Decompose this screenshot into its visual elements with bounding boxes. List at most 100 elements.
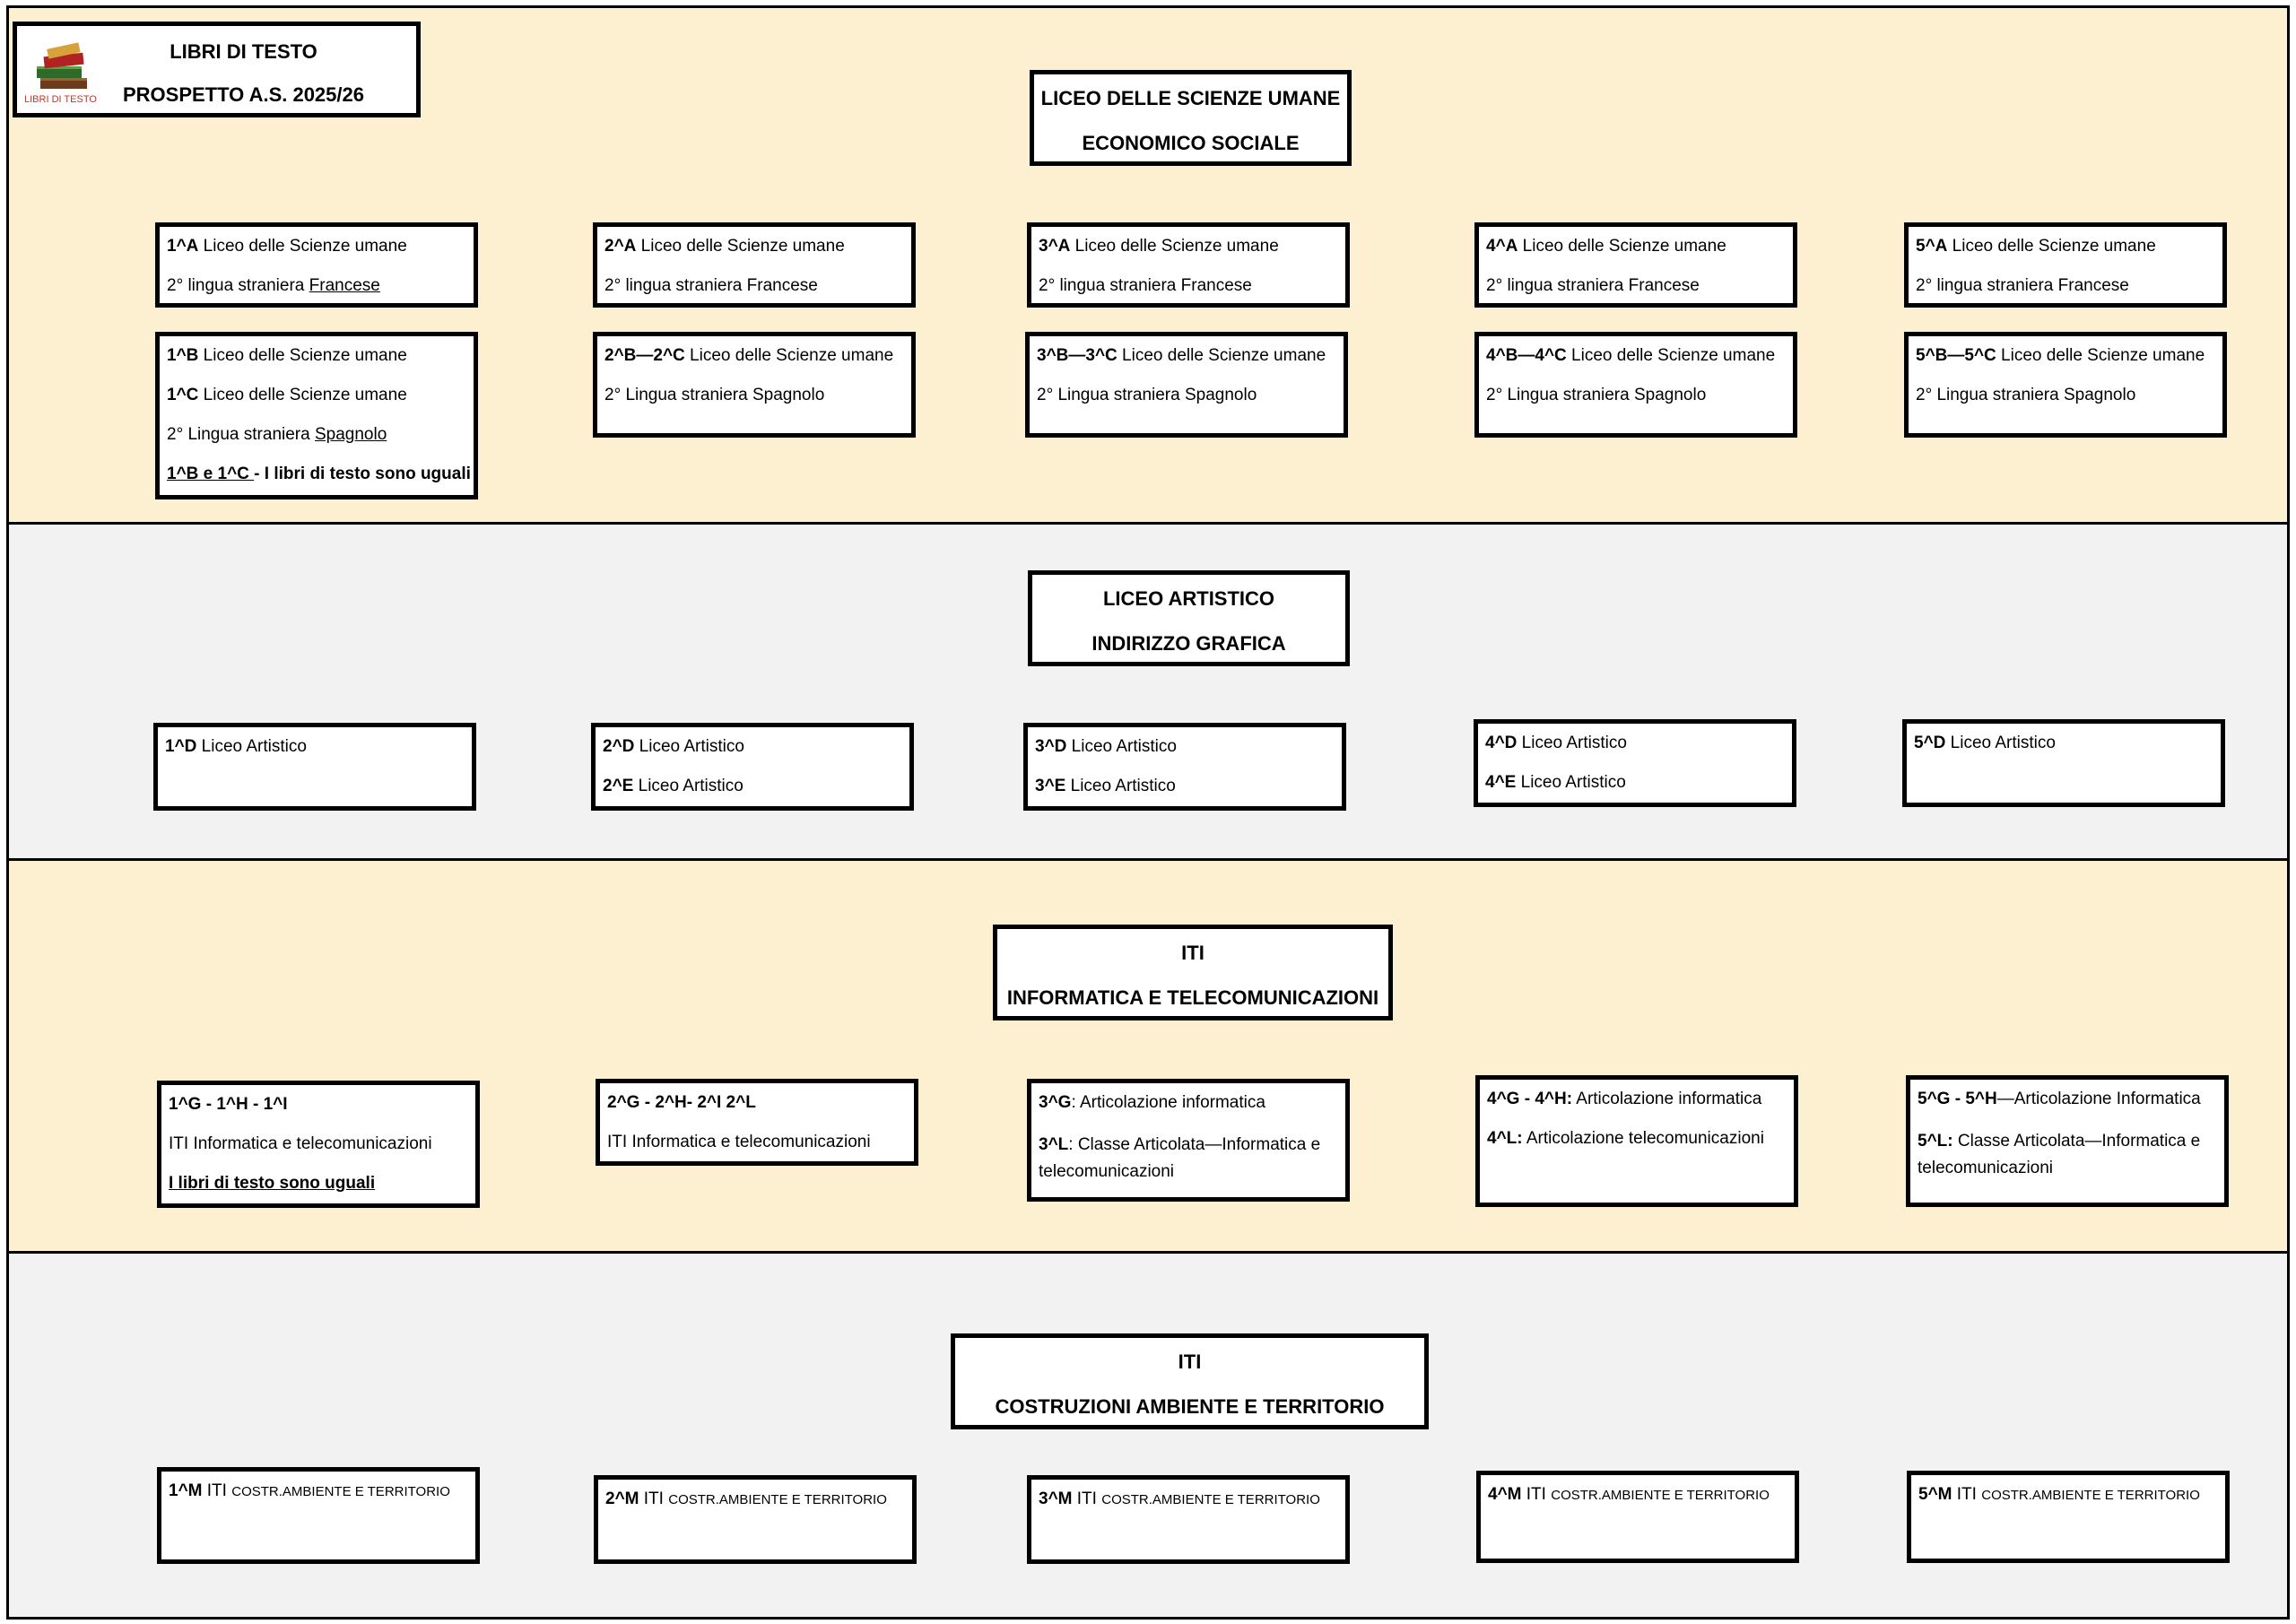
class-desc: Articolazione informatica: [1572, 1090, 1762, 1108]
class-code: 4^E: [1485, 773, 1517, 792]
class-desc: : Articolazione informatica: [1071, 1093, 1265, 1112]
class-code: 5^G - 5^H: [1918, 1090, 1997, 1108]
language-value: Francese: [309, 276, 380, 295]
logo-caption: LIBRI DI TESTO: [24, 94, 97, 105]
class-box-5a: 5^A Liceo delle Scienze umane 2° lingua …: [1904, 222, 2227, 308]
class-desc-detail: COSTR.AMBIENTE E TERRITORIO: [1101, 1492, 1320, 1507]
class-code: 4^D: [1485, 734, 1518, 752]
class-desc: ITI: [1952, 1485, 1982, 1504]
class-desc: Liceo Artistico: [1066, 737, 1177, 756]
class-desc: Liceo Artistico: [1945, 734, 2056, 752]
class-desc: Liceo Artistico: [1517, 734, 1627, 752]
class-desc: ITI: [1521, 1485, 1552, 1504]
class-box-1b-1c: 1^B Liceo delle Scienze umane 1^C Liceo …: [155, 332, 478, 499]
header-box: LIBRI DI TESTO LIBRI DI TESTO PROSPETTO …: [13, 22, 421, 117]
class-desc-detail: COSTR.AMBIENTE E TERRITORIO: [668, 1492, 887, 1507]
language-value: Spagnolo: [314, 425, 387, 444]
class-box-3b-3c: 3^B—3^C Liceo delle Scienze umane 2° Lin…: [1025, 332, 1348, 438]
class-box-2m: 2^M ITI COSTR.AMBIENTE E TERRITORIO: [594, 1475, 917, 1564]
class-code: 5^A: [1916, 237, 1948, 256]
class-desc: ITI: [1072, 1489, 1102, 1508]
class-desc: Classe Articolata—Informatica e telecomu…: [1918, 1132, 2201, 1177]
class-code: 4^A: [1486, 237, 1518, 256]
section-title-line2: INFORMATICA E TELECOMUNICAZIONI: [1006, 986, 1379, 1009]
class-desc: ITI: [202, 1481, 232, 1500]
class-box-4d-4e: 4^D Liceo Artistico 4^E Liceo Artistico: [1474, 719, 1796, 807]
class-desc: Liceo delle Scienze umane: [198, 237, 407, 256]
language-line: 2° Lingua straniera Spagnolo: [604, 386, 825, 404]
class-box-4a: 4^A Liceo delle Scienze umane 2° lingua …: [1474, 222, 1797, 308]
class-code: 3^E: [1035, 777, 1066, 795]
class-box-4b-4c: 4^B—4^C Liceo delle Scienze umane 2° Lin…: [1474, 332, 1797, 438]
class-box-2d-2e: 2^D Liceo Artistico 2^E Liceo Artistico: [591, 723, 914, 811]
class-desc: ITI Informatica e telecomunicazioni: [169, 1134, 432, 1153]
class-box-3g-3l: 3^G: Articolazione informatica 3^L: Clas…: [1027, 1079, 1350, 1202]
class-desc: Articolazione telecomunicazioni: [1522, 1129, 1764, 1148]
class-code: 4^M: [1488, 1485, 1522, 1504]
section-title-line1: LICEO ARTISTICO: [1102, 587, 1275, 610]
section-title-line2: COSTRUZIONI AMBIENTE E TERRITORIO: [995, 1395, 1385, 1418]
class-box-1m: 1^M ITI COSTR.AMBIENTE E TERRITORIO: [157, 1467, 480, 1564]
class-desc: Liceo delle Scienze umane: [1566, 346, 1776, 365]
section-divider: [9, 858, 2287, 861]
class-code: 3^M: [1039, 1489, 1073, 1508]
class-code: 1^G - 1^H - 1^I: [169, 1095, 288, 1114]
page-frame: [6, 5, 2290, 1620]
class-desc: ITI Informatica e telecomunicazioni: [607, 1133, 871, 1151]
section-title-iti-informatica: ITI INFORMATICA E TELECOMUNICAZIONI: [993, 925, 1393, 1020]
note-classes: 1^B e 1^C: [167, 465, 255, 483]
class-box-5m: 5^M ITI COSTR.AMBIENTE E TERRITORIO: [1907, 1471, 2230, 1563]
section-title-line2: INDIRIZZO GRAFICA: [1091, 632, 1286, 655]
language-line: 2° lingua straniera Francese: [1486, 276, 1700, 295]
language-line: 2° Lingua straniera Spagnolo: [1037, 386, 1257, 404]
class-code: 5^L:: [1918, 1132, 1953, 1151]
class-code: 2^A: [604, 237, 637, 256]
class-desc: Liceo Artistico: [1516, 773, 1626, 792]
class-box-3a: 3^A Liceo delle Scienze umane 2° lingua …: [1027, 222, 1350, 308]
section-title-line1: ITI: [1178, 1350, 1202, 1373]
section-title-scienze-umane: LICEO DELLE SCIENZE UMANE ECONOMICO SOCI…: [1030, 70, 1352, 166]
class-box-1g-1h-1i: 1^G - 1^H - 1^I ITI Informatica e teleco…: [157, 1081, 480, 1208]
section-title-line2: ECONOMICO SOCIALE: [1082, 132, 1300, 154]
class-code: 3^L: [1039, 1135, 1069, 1154]
class-desc: Liceo delle Scienze umane: [1947, 237, 2156, 256]
section-title-iti-costruzioni: ITI COSTRUZIONI AMBIENTE E TERRITORIO: [951, 1333, 1429, 1429]
class-desc: —Articolazione Informatica: [1996, 1090, 2201, 1108]
class-desc: Liceo delle Scienze umane: [636, 237, 845, 256]
class-code: 2^M: [605, 1489, 639, 1508]
class-box-3m: 3^M ITI COSTR.AMBIENTE E TERRITORIO: [1027, 1475, 1350, 1564]
class-box-4m: 4^M ITI COSTR.AMBIENTE E TERRITORIO: [1476, 1471, 1799, 1563]
language-line: 2° lingua straniera Francese: [1916, 276, 2129, 295]
section-divider: [9, 522, 2287, 525]
class-desc: Liceo Artistico: [1065, 777, 1176, 795]
class-desc: Liceo Artistico: [634, 737, 744, 756]
class-code: 3^G: [1039, 1093, 1072, 1112]
class-code: 1^A: [167, 237, 199, 256]
books-logo-icon: [37, 42, 87, 89]
section-title-line1: ITI: [1181, 942, 1205, 964]
class-box-1a: 1^A Liceo delle Scienze umane 2° lingua …: [155, 222, 478, 308]
class-code: 2^B—2^C: [604, 346, 685, 365]
header-subtitle: PROSPETTO A.S. 2025/26: [122, 83, 364, 106]
class-code: 3^A: [1039, 237, 1071, 256]
language-line: 2° lingua straniera Francese: [1039, 276, 1252, 295]
class-desc: Liceo delle Scienze umane: [1117, 346, 1326, 365]
class-box-2a: 2^A Liceo delle Scienze umane 2° lingua …: [593, 222, 916, 308]
language-label: 2° lingua straniera: [167, 276, 309, 295]
class-code: 5^M: [1918, 1485, 1952, 1504]
class-box-5d: 5^D Liceo Artistico: [1902, 719, 2225, 807]
class-code: 2^G - 2^H- 2^I 2^L: [607, 1093, 756, 1112]
class-code: 3^D: [1035, 737, 1067, 756]
language-line: 2° lingua straniera Francese: [604, 276, 818, 295]
class-code: 3^B—3^C: [1037, 346, 1118, 365]
class-desc: Liceo Artistico: [633, 777, 744, 795]
class-code: 5^D: [1914, 734, 1946, 752]
class-code: 2^D: [603, 737, 635, 756]
class-code: 1^B: [167, 346, 199, 365]
note-text: I libri di testo sono uguali: [169, 1174, 376, 1193]
class-desc: Liceo delle Scienze umane: [684, 346, 894, 365]
class-desc: Liceo delle Scienze umane: [198, 386, 407, 404]
note-text: - I libri di testo sono uguali: [254, 465, 471, 483]
class-code: 1^C: [167, 386, 199, 404]
class-code: 1^D: [165, 737, 197, 756]
